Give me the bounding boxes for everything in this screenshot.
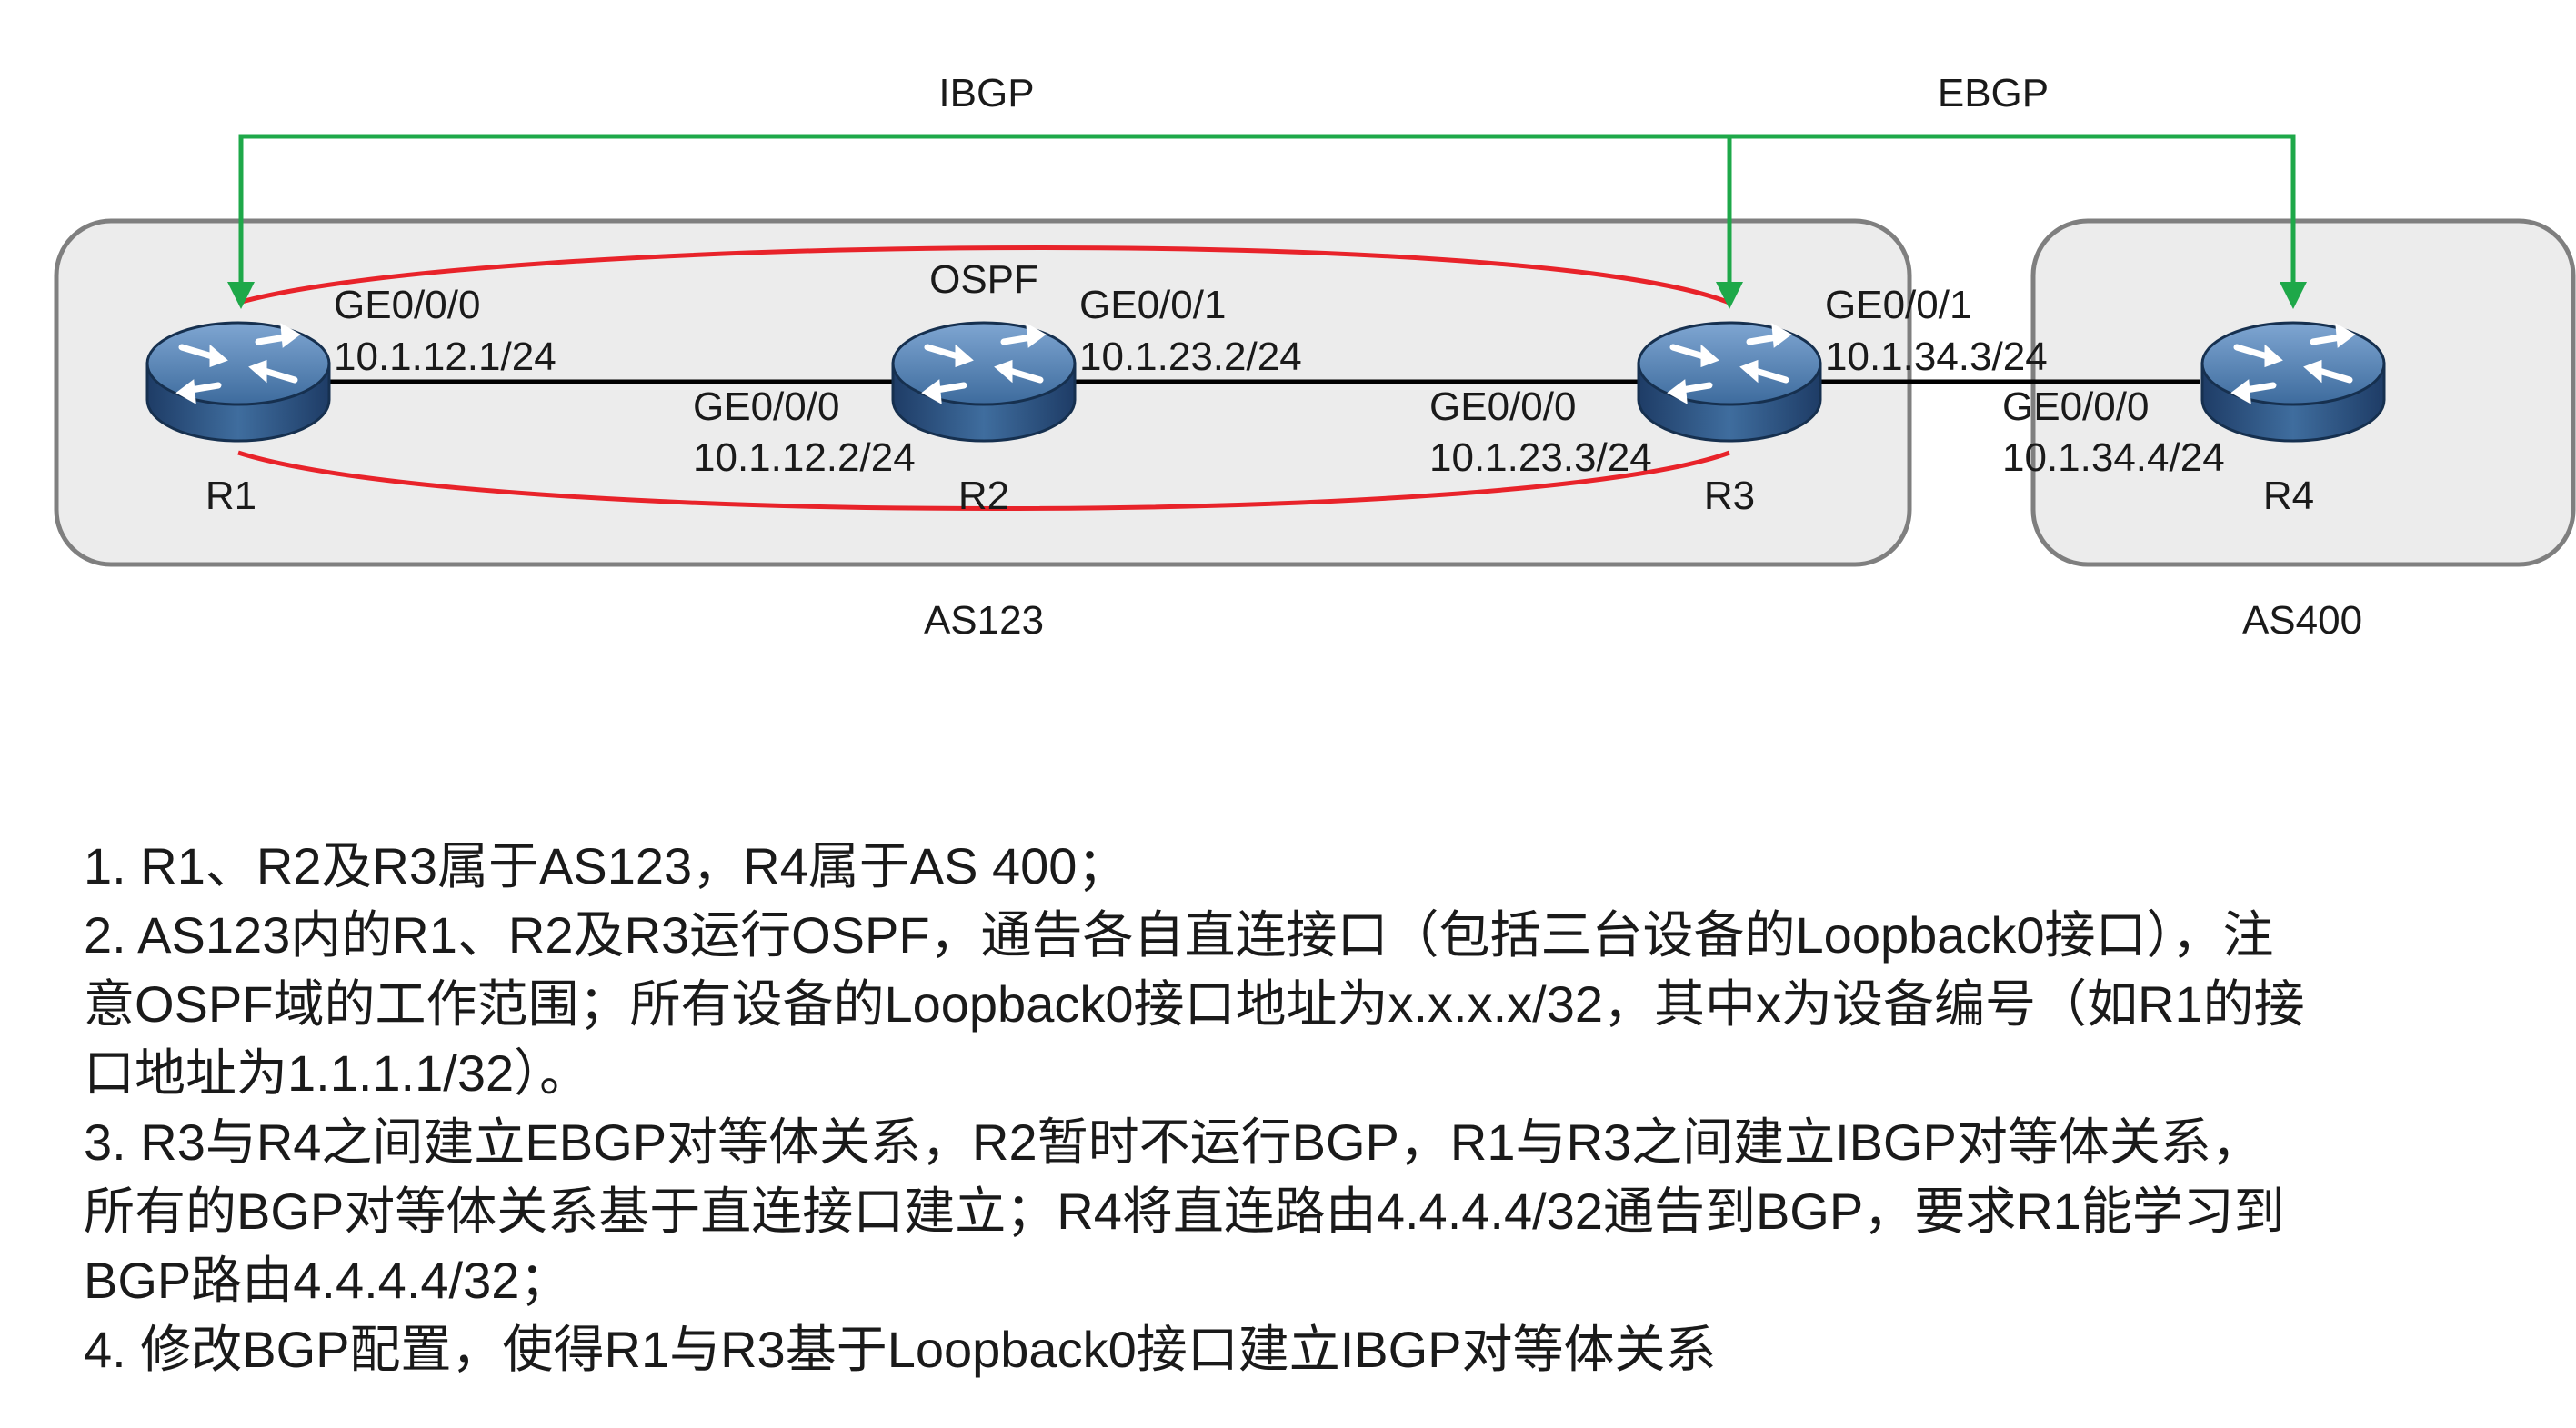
router-r2-name: R2: [958, 474, 1009, 518]
r3-ge000-port: GE0/0/0: [1429, 384, 1576, 429]
r2-ge001-port: GE0/0/1: [1079, 283, 1226, 327]
ebgp-session-line: [1729, 134, 2307, 309]
as400-label: AS400: [2242, 598, 2362, 643]
router-r1-name: R1: [205, 474, 256, 518]
as123-label: AS123: [924, 598, 1044, 643]
r3-ge001-port: GE0/0/1: [1825, 283, 1971, 327]
ebgp-label: EBGP: [1938, 71, 2049, 115]
r4-ge000-ip: 10.1.34.4/24: [2002, 435, 2225, 480]
router-r3-name: R3: [1704, 474, 1755, 518]
r2-ge000-ip: 10.1.12.2/24: [693, 435, 916, 480]
requirement-line: 意OSPF域的工作范围；所有设备的Loopback0接口地址为x.x.x.x/3…: [84, 975, 2305, 1033]
r2-ge001-ip: 10.1.23.2/24: [1079, 335, 1302, 379]
router-r2-icon[interactable]: [893, 323, 1075, 441]
router-r4-icon[interactable]: [2202, 323, 2384, 441]
r3-ge001-ip: 10.1.34.3/24: [1825, 335, 2048, 379]
r3-ge000-ip: 10.1.23.3/24: [1429, 435, 1652, 480]
requirements-list: 1. R1、R2及R3属于AS123，R4属于AS 400； 2. AS123内…: [84, 832, 2557, 1384]
requirement-line: 1. R1、R2及R3属于AS123，R4属于AS 400；: [84, 837, 1128, 894]
requirement-line: 所有的BGP对等体关系基于直连接口建立；R4将直连路由4.4.4.4/32通告到…: [84, 1183, 2285, 1240]
ospf-domain-loop: [237, 245, 1730, 511]
router-r4-name: R4: [2263, 474, 2314, 518]
router-r1-icon[interactable]: [147, 323, 329, 441]
r1-ge000-port: GE0/0/0: [334, 283, 480, 327]
requirement-line: 3. R3与R4之间建立EBGP对等体关系，R2暂时不运行BGP，R1与R3之间…: [84, 1113, 2262, 1171]
requirement-line: 口地址为1.1.1.1/32）。: [84, 1044, 591, 1102]
ospf-label: OSPF: [929, 257, 1038, 302]
ibgp-label: IBGP: [938, 71, 1034, 115]
r4-ge000-port: GE0/0/0: [2002, 384, 2149, 429]
requirement-line: BGP路由4.4.4.4/32；: [84, 1252, 571, 1309]
r2-ge000-port: GE0/0/0: [693, 384, 839, 429]
requirement-line: 4. 修改BGP配置，使得R1与R3基于Loopback0接口建立IBGP对等体…: [84, 1321, 1717, 1378]
requirement-line: 2. AS123内的R1、R2及R3运行OSPF，通告各自直连接口（包括三台设备…: [84, 906, 2274, 964]
router-r3-icon[interactable]: [1639, 323, 1820, 441]
r1-ge000-ip: 10.1.12.1/24: [334, 335, 556, 379]
